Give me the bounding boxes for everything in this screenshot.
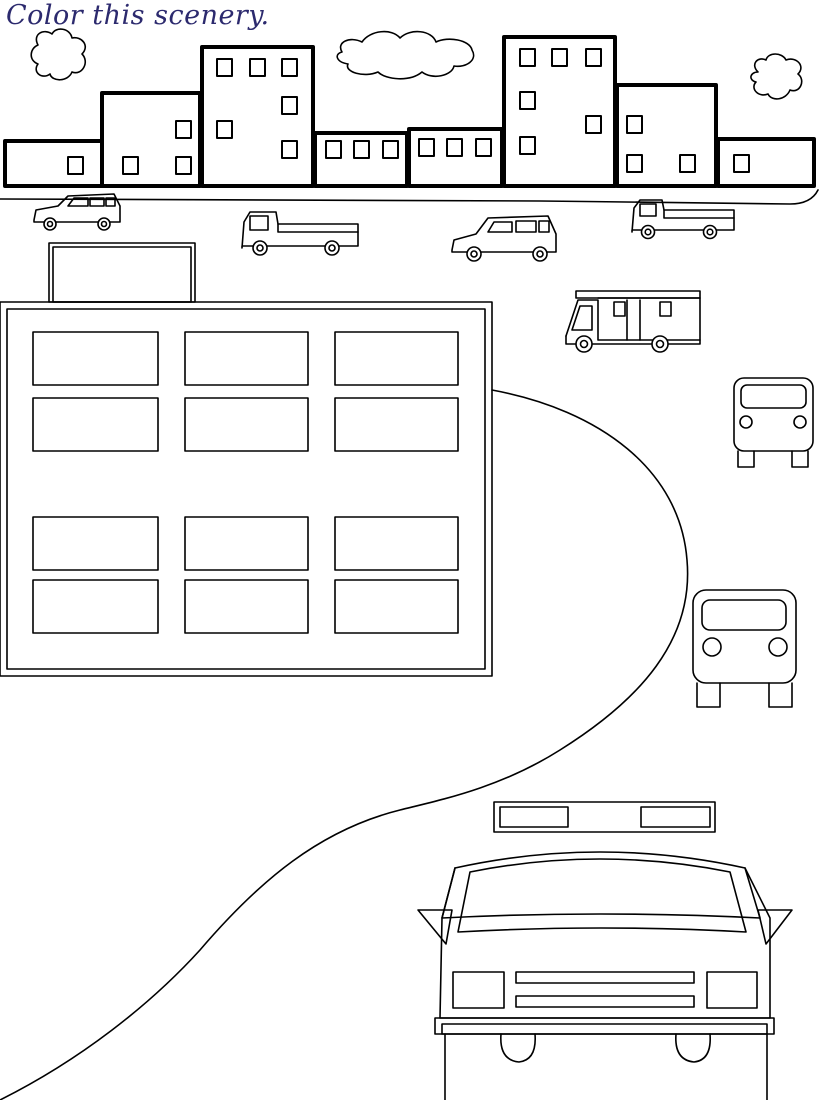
- cloud-left: [30, 28, 87, 81]
- winding-road: [0, 389, 689, 1100]
- bus-large: [692, 589, 797, 708]
- skyline-windows: [67, 48, 750, 175]
- cloud-center: [336, 30, 475, 80]
- pickup-truck-right: [631, 199, 735, 240]
- city-skyline: [3, 35, 816, 188]
- large-building: [0, 242, 493, 677]
- large-building-windows: [32, 331, 459, 634]
- car-right: [451, 215, 557, 262]
- police-car: [417, 801, 793, 1100]
- page-title: Color this scenery.: [6, 0, 270, 31]
- bus-small: [733, 377, 814, 468]
- car-left: [33, 193, 121, 231]
- cloud-right: [750, 53, 803, 100]
- pickup-truck-left: [241, 211, 359, 256]
- top-road-line: [0, 189, 819, 205]
- fire-truck: [565, 290, 701, 353]
